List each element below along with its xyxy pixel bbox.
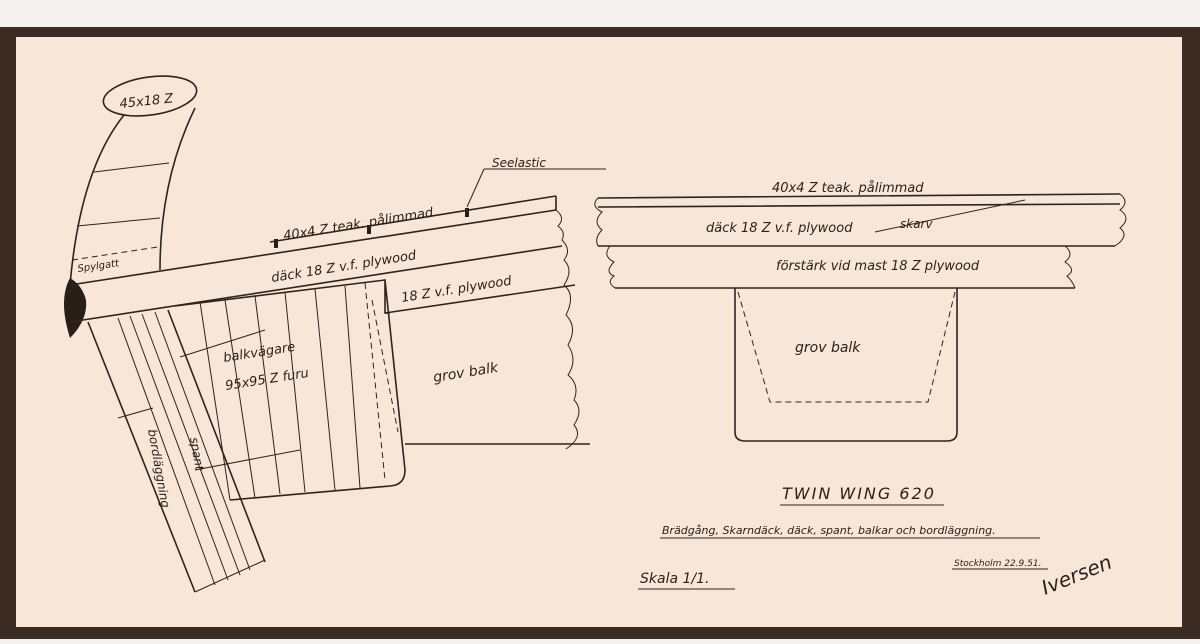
toe-rail-black: [64, 278, 87, 338]
drawing-subtitle: Brädgång, Skarndäck, däck, spant, balkar…: [662, 524, 996, 537]
rail-cap: [102, 75, 198, 117]
right-teak-label: 40x4 Z teak. pålimmad: [772, 181, 924, 196]
rail-label: 45x18 Z: [119, 91, 175, 112]
drawing-sheet: [16, 37, 1182, 627]
planking-label: bordläggning: [145, 428, 173, 509]
scupper-label: Spylgatt: [77, 258, 121, 275]
reinforcement-label: förstärk vid mast 18 Z plywood: [776, 259, 980, 274]
drawing-title: TWIN WING 620: [782, 484, 936, 503]
planking-frames: [87, 309, 301, 593]
title-block: TWIN WING 620 Brädgång, Skarndäck, däck,…: [638, 484, 1115, 600]
seelastic-label: Seelastic: [492, 156, 546, 170]
place-date: Stockholm 22.9.51.: [954, 559, 1041, 569]
shelf-label: balkvägare: [222, 340, 296, 366]
frame-label: spant: [187, 436, 207, 473]
right-beam-label: grov balk: [795, 340, 861, 356]
left-section-drawing: [64, 75, 606, 593]
shelf-block: [174, 279, 406, 501]
right-deck-label: däck 18 Z v.f. plywood: [706, 221, 853, 236]
left-teak-label: 40x4 Z teak. pålimmad: [282, 205, 435, 244]
bulwark: [69, 107, 196, 286]
right-section-drawing: [594, 193, 1127, 442]
left-beam-label: grov balk: [432, 360, 500, 386]
heavy-beam: [734, 288, 958, 442]
joint-label: skarv: [900, 217, 933, 231]
scale-label: Skala 1/1.: [640, 571, 709, 587]
plywood-label: 18 Z v.f. plywood: [400, 274, 513, 306]
signature: Iversen: [1038, 550, 1115, 600]
